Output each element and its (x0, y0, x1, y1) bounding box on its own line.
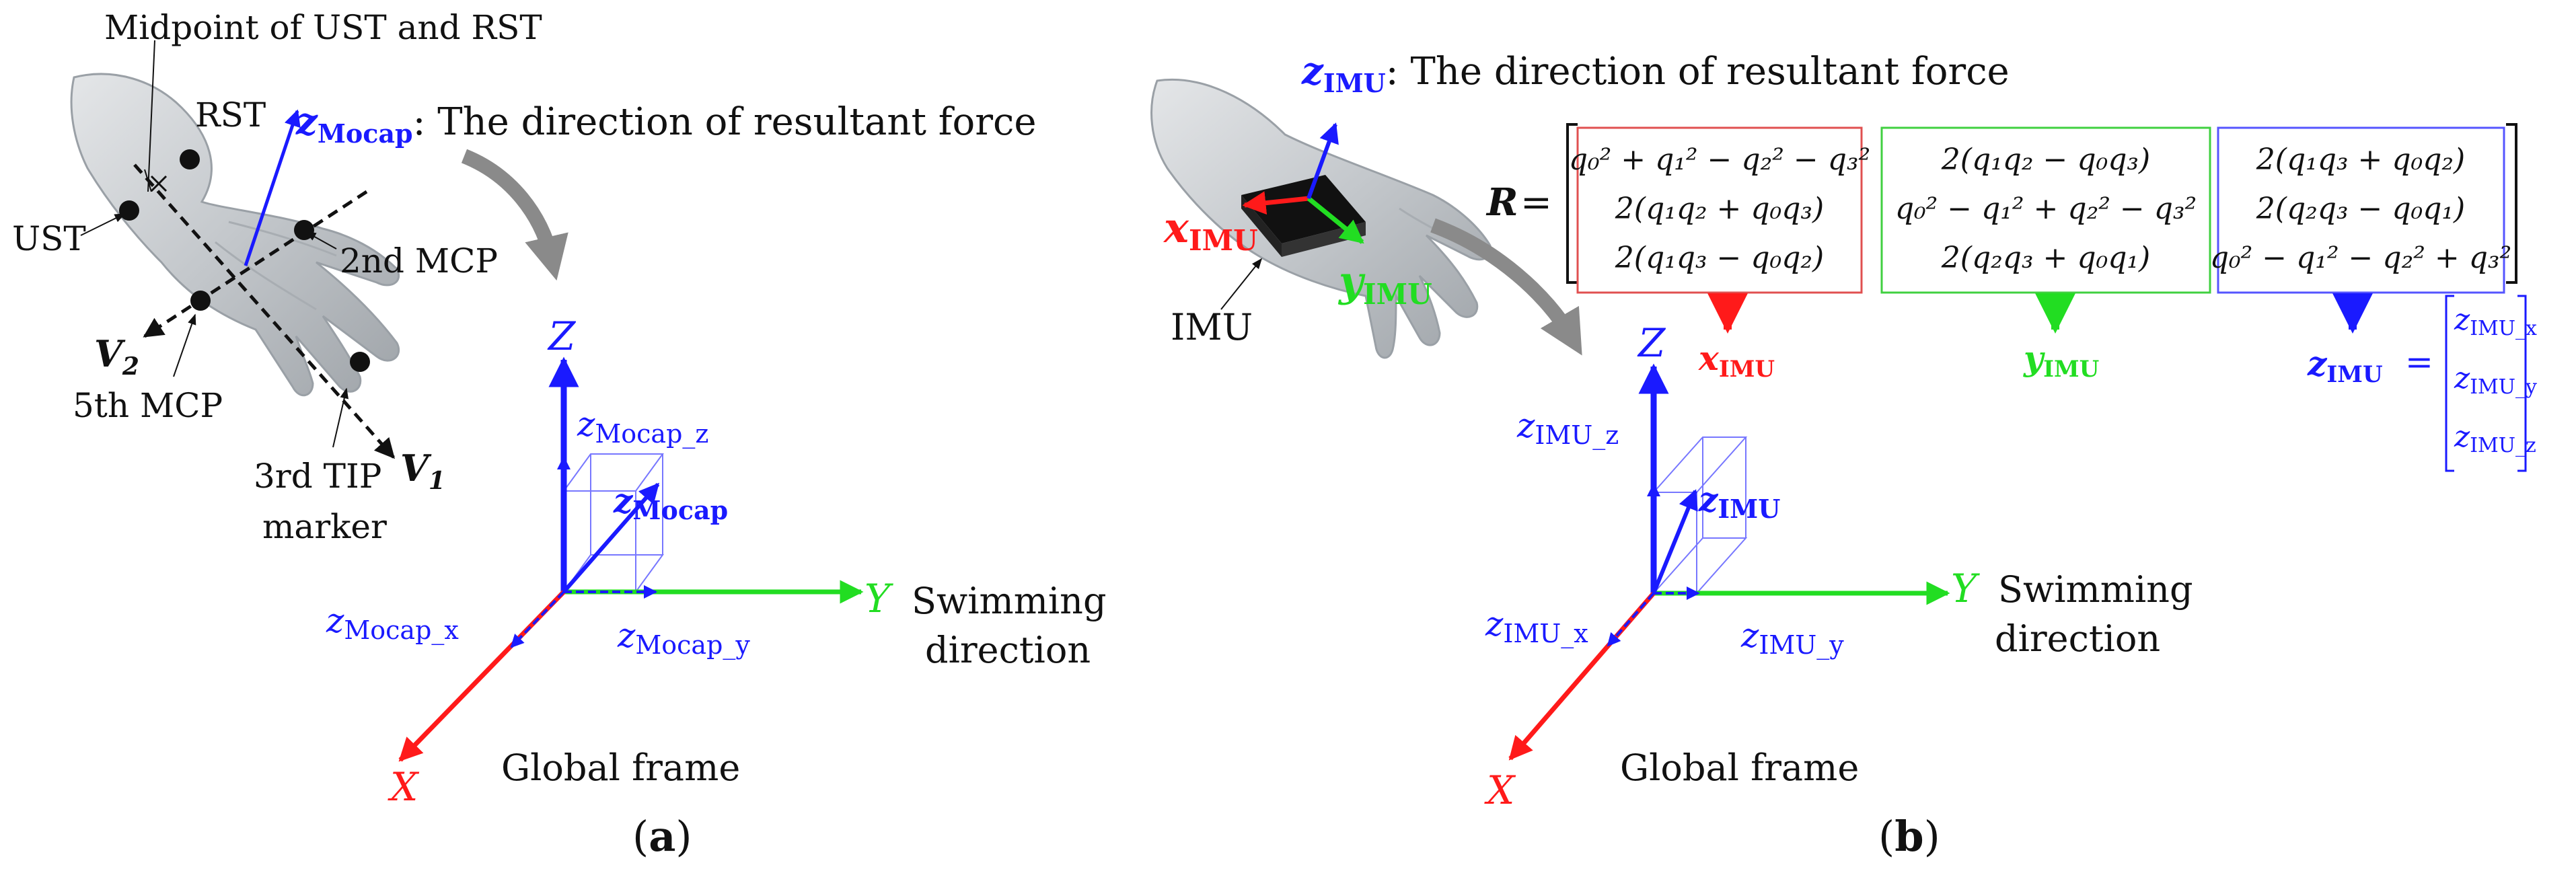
matrix-left-bracket (1566, 123, 1578, 284)
3rd-tip-leader (332, 387, 349, 448)
z-imu-description: zIMU: The direction of resultant force (1301, 49, 2010, 98)
matrix-column-3-box (2217, 126, 2505, 294)
axis-z-label-b: Z (1637, 320, 1666, 366)
global-frame-b: Z Y X Swimming direction Global frame zI… (1484, 320, 2193, 813)
z-mocap-description: zMocap: The direction of resultant force (295, 100, 1036, 149)
panel-b: xIMU yIMU IMU zIMU: The direction of res… (1150, 49, 2537, 861)
vector-left-bracket (2445, 295, 2454, 472)
matrix-r1c3: 2(q₁q₃ + q₀q₂) (2256, 143, 2465, 177)
transform-arrow-a (461, 149, 568, 281)
matrix-r1c1: q₀² + q₁² − q₂² − q₃² (1569, 143, 1870, 177)
rst-marker (180, 149, 200, 169)
v2-label: V2 (94, 332, 139, 381)
comp-z-label-b: zIMU_z (1516, 406, 1619, 451)
y-imu-label: yIMU (1337, 257, 1432, 311)
matrix-column-1-box (1576, 126, 1863, 294)
5th-mcp-leader (173, 313, 196, 377)
comp-z-label-a: zMocap_z (577, 405, 708, 449)
vector-right-bracket (2517, 295, 2527, 472)
hand-illustration-a (70, 73, 400, 396)
column-3-label: zIMU (2307, 344, 2383, 388)
matrix-r3c2: 2(q₂q₃ + q₀q₁) (1941, 241, 2150, 275)
column-1-label: xIMU (1698, 338, 1775, 383)
v1-vector (133, 163, 395, 459)
2nd-mcp-marker (294, 220, 314, 240)
5th-mcp-label: 5th MCP (73, 386, 223, 425)
x-imu-label: xIMU (1163, 203, 1258, 257)
swimming-label-a-line2: direction (925, 629, 1091, 671)
z-imu-vector (1652, 489, 1698, 595)
z-imu-hand-arrow (1307, 122, 1339, 200)
transform-arrow-b (1430, 218, 1582, 356)
caption-b: (b) (1878, 812, 1940, 861)
z-mocap-vector (562, 482, 660, 593)
imu-leader (1220, 258, 1262, 310)
z-mocap-hand-arrow (244, 109, 301, 266)
matrix-r2c2: q₀² − q₁² + q₂² − q₃² (1895, 192, 2197, 226)
global-frame-a: Z Y X Swimming direction Global frame zM… (326, 313, 1107, 810)
matrix-r1c2: 2(q₁q₂ − q₀q₃) (1941, 143, 2150, 177)
midpoint-marker (150, 175, 168, 192)
r-equals: = (1520, 181, 1552, 225)
axis-x-label-a: X (388, 764, 420, 810)
v2-vector (143, 190, 368, 338)
matrix-r2c1: 2(q₁q₂ + q₀q₃) (1615, 192, 1824, 226)
comp-vec-label-a: zMocap (613, 481, 728, 525)
z-mocap-x-component (510, 591, 565, 648)
comp-y-label-b: zIMU_y (1740, 616, 1844, 660)
3rd-tip-marker (350, 352, 370, 372)
axis-x-label-b: X (1484, 767, 1516, 813)
global-frame-label-a: Global frame (501, 747, 740, 789)
matrix-r2c3: 2(q₂q₃ − q₀q₁) (2256, 192, 2465, 226)
comp-x-label-a: zMocap_x (326, 601, 459, 646)
2nd-mcp-label: 2nd MCP (340, 241, 498, 280)
r-label: R (1485, 180, 1518, 225)
swimming-label-b-line1: Swimming (1998, 568, 2193, 611)
column-2-label: yIMU (2023, 338, 2099, 383)
matrix-r3c1: 2(q₁q₃ − q₀q₂) (1615, 241, 1824, 275)
ust-label: UST (12, 219, 86, 258)
ust-marker (119, 200, 139, 221)
axis-y-label-a: Y (864, 576, 893, 621)
global-x-axis-b (1508, 591, 1656, 761)
v1-label: V1 (400, 447, 445, 495)
caption-a: (a) (632, 812, 692, 861)
ust-leader (80, 213, 126, 236)
vector-entry-x: zIMU_x (2454, 303, 2537, 340)
column-3-equals: = (2405, 342, 2433, 381)
3rd-tip-label-line1: 3rd TIP (254, 457, 381, 496)
vector-entry-y: zIMU_y (2454, 361, 2537, 399)
swimming-label-a-line1: Swimming (912, 580, 1107, 622)
vector-entry-z: zIMU_z (2454, 420, 2536, 457)
swimming-label-b-line2: direction (1995, 617, 2160, 660)
global-frame-label-b: Global frame (1620, 747, 1859, 789)
matrix-right-bracket (2506, 123, 2517, 284)
rotation-matrix: R = q₀² + q₁² − q₂² − q₃² 2(q₁q₂ + q₀q₃)… (1485, 123, 2537, 472)
rst-label: RST (195, 96, 266, 135)
x-imu-arrow (1242, 191, 1309, 215)
matrix-r3c3: q₀² − q₁² − q₂² + q₃² (2210, 241, 2511, 275)
axis-y-label-b: Y (1951, 566, 1980, 611)
axis-z-label-a: Z (547, 313, 577, 359)
comp-y-label-a: zMocap_y (617, 616, 750, 660)
midpoint-label: Midpoint of UST and RST (104, 8, 542, 47)
matrix-column-2-box (1880, 126, 2211, 294)
y-imu-arrow (1307, 196, 1364, 244)
panel-a: Midpoint of UST and RST RST UST 2nd MCP … (12, 8, 1107, 861)
comp-x-label-b: zIMU_x (1485, 605, 1588, 649)
5th-mcp-marker (190, 291, 211, 311)
imu-label: IMU (1171, 306, 1253, 348)
comp-vec-label-b: zIMU (1698, 480, 1780, 524)
midpoint-leader (147, 40, 155, 192)
3rd-tip-label-line2: marker (262, 507, 387, 546)
